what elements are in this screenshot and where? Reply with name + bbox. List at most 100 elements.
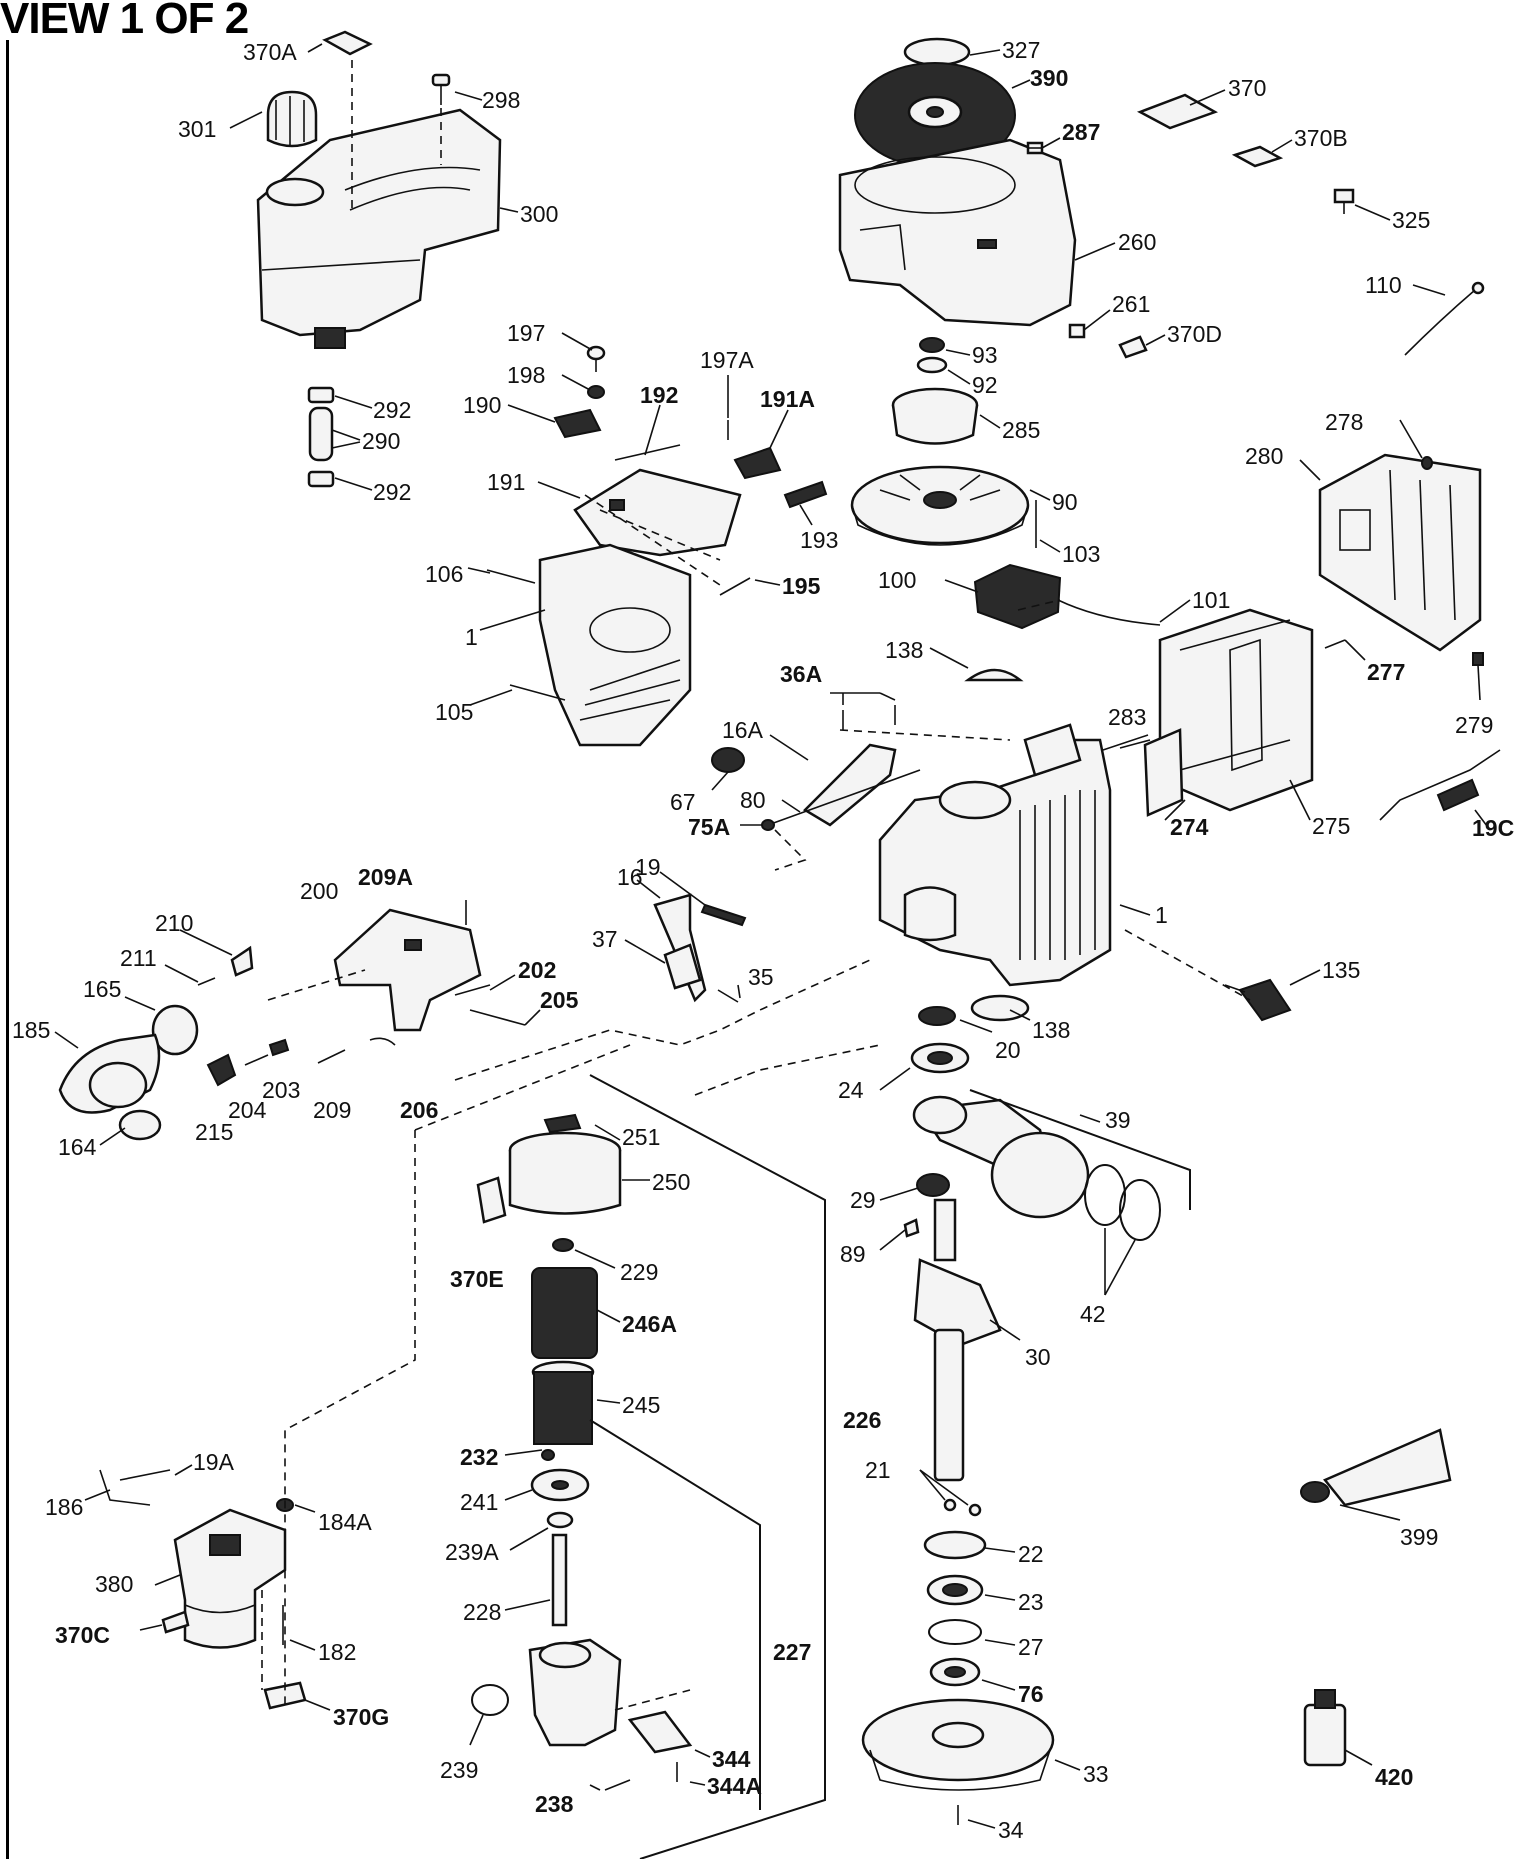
label-227: 227: [773, 1639, 811, 1665]
ring-27: [928, 1619, 982, 1645]
label-390: 390: [1030, 65, 1068, 91]
piston-rings-42: [1084, 1164, 1161, 1241]
label-16: 16: [617, 864, 643, 890]
label-135: 135: [1322, 957, 1360, 983]
parts-21: [943, 1498, 982, 1517]
gasket-138-top: [964, 668, 1024, 682]
label-197: 197: [507, 320, 545, 346]
label-36A: 36A: [780, 661, 822, 687]
label-209A: 209A: [358, 864, 413, 890]
part-278: [1421, 456, 1433, 470]
crankcase-base-33: [861, 1698, 1055, 1791]
label-283: 283: [1108, 704, 1146, 730]
label-229: 229: [620, 1259, 658, 1285]
filter-cover-250: [508, 1131, 622, 1215]
seal-164: [118, 1109, 162, 1141]
clip-206: [369, 1037, 396, 1046]
screw-205: [469, 1009, 526, 1026]
label-228: 228: [463, 1599, 501, 1625]
bearing-23: [926, 1574, 984, 1606]
label-20: 20: [995, 1037, 1021, 1063]
label-39: 39: [1105, 1107, 1131, 1133]
flywheel-90: [850, 465, 1030, 546]
label-250: 250: [652, 1169, 690, 1195]
label-278: 278: [1325, 409, 1363, 435]
label-239A: 239A: [445, 1539, 499, 1565]
crankshaft-30: [913, 1198, 1002, 1482]
control-bracket-200: [333, 908, 482, 1032]
label-191: 191: [487, 469, 525, 495]
ignition-lead-101: [1057, 599, 1161, 626]
fuel-tank-cap-301: [266, 90, 318, 148]
label-246A: 246A: [622, 1311, 677, 1337]
label-100: 100: [878, 567, 916, 593]
label-165: 165: [83, 976, 121, 1002]
screw-261: [1068, 323, 1086, 339]
engine-block-1: [878, 723, 1112, 987]
label-300: 300: [520, 201, 558, 227]
tank-spacer-290: [308, 406, 334, 462]
screw-204: [244, 1054, 269, 1066]
label-27: 27: [1018, 1634, 1044, 1660]
label-16A: 16A: [722, 717, 764, 743]
label-280: 280: [1245, 443, 1283, 469]
label-19A: 19A: [193, 1449, 235, 1475]
label-195: 195: [782, 573, 821, 599]
ignition-module-100: [973, 563, 1062, 630]
grommet-229: [552, 1238, 574, 1252]
label-203: 203: [262, 1077, 300, 1103]
label-251: 251: [622, 1124, 660, 1150]
label-370B: 370B: [1294, 125, 1348, 151]
muffler-gasket-274: [1143, 728, 1184, 817]
blower-housing-260: [838, 138, 1077, 327]
diagram-title: VIEW 1 OF 2: [0, 0, 249, 43]
label-200: 200: [300, 878, 338, 904]
screw-35: [717, 989, 739, 1003]
governor-bracket-191: [573, 468, 742, 557]
label-110: 110: [1365, 272, 1402, 298]
label-210: 210: [155, 910, 193, 936]
label-202: 202: [518, 957, 556, 983]
shaft-80: [767, 769, 921, 826]
label-101: 101: [1192, 587, 1230, 613]
decal-370D: [1118, 335, 1148, 359]
screw-209: [317, 1049, 346, 1064]
gasket-165: [151, 1004, 199, 1056]
label-232: 232: [460, 1444, 498, 1470]
label-226: 226: [843, 1407, 881, 1433]
muffler-275: [1158, 608, 1314, 812]
muffler-guard-280: [1318, 453, 1482, 652]
label-33: 33: [1083, 1761, 1109, 1787]
label-19C: 19C: [1472, 815, 1514, 841]
label-103: 103: [1062, 541, 1100, 567]
label-19: 19: [635, 854, 661, 880]
label-370D: 370D: [1167, 321, 1222, 347]
label-67: 67: [670, 789, 696, 815]
label-215: 215: [195, 1119, 233, 1145]
washer-92: [916, 356, 948, 374]
label-1-cover: 1: [465, 624, 478, 650]
label-21: 21: [865, 1457, 891, 1483]
carburetor-380: [173, 1508, 287, 1649]
part-195: [719, 577, 751, 596]
label-34: 34: [998, 1817, 1024, 1843]
label-89: 89: [840, 1241, 866, 1267]
screw-106: [486, 569, 536, 584]
pre-filter-246A: [531, 1267, 598, 1359]
label-370E: 370E: [450, 1266, 504, 1292]
label-105: 105: [435, 699, 473, 725]
label-209: 209: [313, 1097, 351, 1123]
label-90: 90: [1052, 489, 1078, 515]
tank-bushing-292-top: [307, 386, 335, 404]
tank-bushing-292-bottom: [307, 470, 335, 488]
label-75A: 75A: [688, 814, 730, 840]
label-292-top: 292: [373, 397, 411, 423]
bearing-29: [916, 1173, 950, 1197]
washer-239A: [546, 1511, 574, 1529]
label-238: 238: [535, 1791, 574, 1817]
label-192: 192: [640, 382, 678, 408]
label-185: 185: [12, 1017, 50, 1043]
screw-277: [1324, 639, 1346, 649]
label-197A: 197A: [700, 347, 754, 373]
